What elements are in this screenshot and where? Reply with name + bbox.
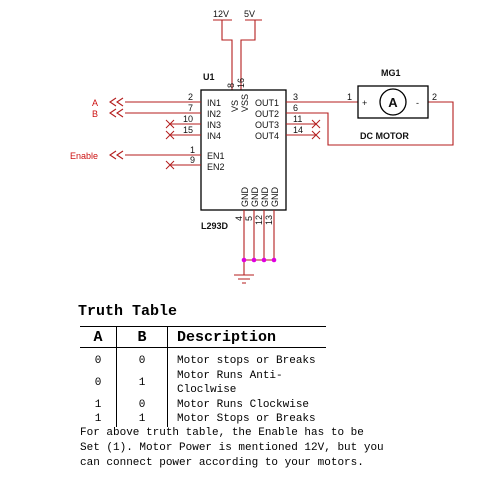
pin-13-number: 13 [264, 215, 274, 225]
cell-b: 1 [116, 368, 168, 398]
no-connect-in4-icon [165, 130, 175, 140]
table-row: 1 1 Motor Stops or Breaks [80, 412, 326, 427]
power-12v-label: 12V [213, 9, 229, 19]
ic-part-label: L293D [201, 221, 229, 231]
cell-description: Motor Runs Clockwise [177, 398, 310, 411]
net-enable-label: Enable [70, 151, 98, 161]
motor-plus-label: + [362, 98, 367, 108]
column-header-a: A [80, 326, 117, 348]
port-enable-icon [109, 150, 124, 160]
pin-out4-name: OUT4 [255, 131, 279, 141]
no-connect-out3-icon [311, 119, 321, 129]
cell-a: 1 [94, 413, 102, 425]
pin-gnd-13-name: GND [270, 187, 280, 208]
pin-11-number: 11 [293, 114, 302, 124]
pin-out3-name: OUT3 [255, 120, 279, 130]
power-rails: 12V 5V 8 16 [213, 9, 262, 90]
motor-body [357, 85, 429, 119]
no-connect-en2-icon [165, 160, 175, 170]
pin-gnd-12-name: GND [260, 187, 270, 208]
pin-in3-name: IN3 [207, 120, 221, 130]
pin-15-number: 15 [183, 125, 193, 135]
truth-table-header-row: A B Description [80, 326, 326, 348]
pin-out2-name: OUT2 [255, 109, 279, 119]
cell-b: 1 [116, 412, 168, 427]
pin-out1-name: OUT1 [255, 98, 279, 108]
port-a-icon [109, 97, 124, 107]
ic-u1: U1 L293D VS VSS IN1 IN2 IN3 IN4 EN1 EN2 … [200, 72, 287, 231]
pin-7-number: 7 [188, 103, 193, 113]
cell-a: 0 [94, 376, 102, 389]
pin-1-number: 1 [190, 145, 195, 155]
cell-description: Motor stops or Breaks [177, 355, 316, 367]
cell-description: Motor Runs Anti-Cloclwise [177, 369, 283, 397]
pin-6-number: 6 [293, 103, 298, 113]
pin-gnd-5-name: GND [250, 187, 260, 208]
column-header-description: Description [167, 326, 326, 348]
input-wires: 2 7 10 15 1 9 [125, 92, 201, 170]
pin-gnd-4-name: GND [240, 187, 250, 208]
pin-16-number: 16 [236, 78, 246, 88]
pin-8-number: 8 [226, 83, 236, 88]
port-b-icon [109, 108, 124, 118]
power-5v-label: 5V [244, 9, 255, 19]
junction-dot [271, 257, 277, 263]
l293d-schematic: 12V 5V 8 16 U1 L293D VS VSS IN1 IN2 IN3 … [70, 9, 454, 284]
table-row: 0 1 Motor Runs Anti-Cloclwise [80, 368, 326, 398]
pin-10-number: 10 [183, 114, 193, 124]
motor-mg1: A + - 1 2 MG1 DC MOTOR [347, 68, 437, 141]
ground-symbol-icon [234, 274, 254, 284]
cell-a: 0 [94, 355, 102, 367]
motor-minus-label: - [416, 98, 419, 108]
pin-en2-name: EN2 [207, 162, 225, 172]
motor-ref-label: MG1 [381, 68, 401, 78]
pin-vs-name: VS [230, 100, 240, 112]
pin-4-number: 4 [234, 216, 244, 221]
pin-vss-name: VSS [240, 94, 250, 112]
ic-ref-label: U1 [203, 72, 215, 82]
cell-b: 0 [116, 397, 168, 412]
pin-3-number: 3 [293, 92, 298, 102]
net-a-label: A [92, 98, 98, 108]
column-header-b: B [116, 326, 168, 348]
motor-pin1-number: 1 [347, 92, 352, 102]
note-line: For above truth table, the Enable has to… [80, 427, 364, 439]
pin-5-number: 5 [244, 216, 254, 221]
pin-2-number: 2 [188, 92, 193, 102]
motor-pin2-number: 2 [432, 92, 437, 102]
pin-in4-name: IN4 [207, 131, 221, 141]
truth-table-note: For above truth table, the Enable has to… [80, 426, 440, 471]
note-line: can connect power according to your moto… [80, 457, 364, 469]
junction-dot [251, 257, 257, 263]
truth-table-title: Truth Table [78, 303, 178, 320]
cell-description: Motor Stops or Breaks [177, 413, 316, 425]
junction-dot [261, 257, 267, 263]
net-labels: A B Enable [70, 97, 124, 161]
cell-a: 1 [94, 398, 102, 411]
motor-symbol-icon [379, 88, 407, 116]
junction-dot [241, 257, 247, 263]
pin-14-number: 14 [293, 125, 303, 135]
motor-symbol-letter: A [388, 95, 398, 110]
pin-en1-name: EN1 [207, 151, 225, 161]
ground-net: 4 5 12 13 [234, 210, 277, 284]
motor-name-label: DC MOTOR [360, 131, 409, 141]
note-line: Set (1). Motor Power is mentioned 12V, b… [80, 442, 384, 454]
table-row: 0 0 Motor stops or Breaks [80, 347, 326, 369]
pin-12-number: 12 [254, 215, 264, 225]
cell-b: 0 [116, 347, 168, 369]
pin-in1-name: IN1 [207, 98, 221, 108]
no-connect-in3-icon [165, 119, 175, 129]
table-row: 1 0 Motor Runs Clockwise [80, 397, 326, 412]
pin-9-number: 9 [190, 155, 195, 165]
pin-in2-name: IN2 [207, 109, 221, 119]
no-connect-out4-icon [311, 130, 321, 140]
net-b-label: B [92, 109, 98, 119]
output-wires: 3 6 11 14 [286, 92, 454, 146]
truth-table: A B Description 0 0 Motor stops or Break… [80, 326, 326, 427]
